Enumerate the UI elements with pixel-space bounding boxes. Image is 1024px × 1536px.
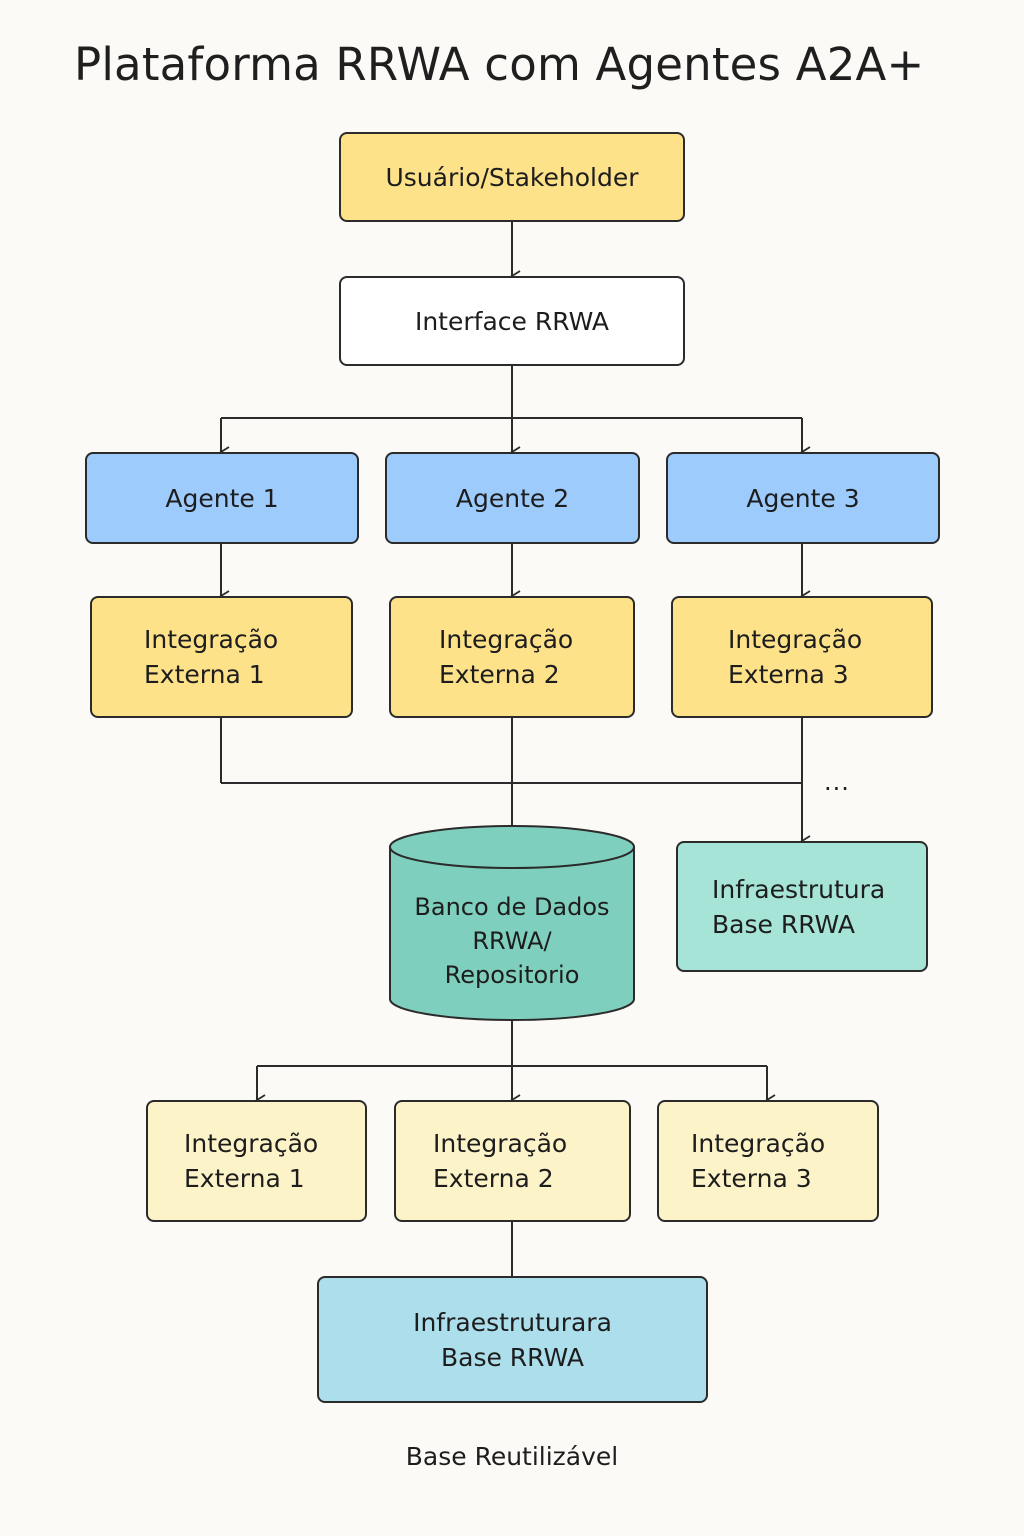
integration-top-1-node: Integração Externa 1 (90, 596, 353, 718)
database-label-line1: Banco de Dados (414, 893, 610, 921)
integration-bottom-3-line1: Integração (691, 1129, 826, 1158)
integration-bottom-1-line1: Integração (184, 1129, 319, 1158)
integration-bottom-3-node: Integração Externa 3 (657, 1100, 879, 1222)
database-label: Banco de Dados RRWA/ Repositorio (390, 890, 634, 992)
agent-3-node: Agente 3 (666, 452, 940, 544)
integration-top-3-line1: Integração (728, 625, 863, 654)
database-label-line2: RRWA/ (472, 927, 552, 955)
more-ellipsis: ... (824, 768, 850, 796)
integration-bottom-3-line2: Externa 3 (691, 1164, 812, 1193)
infra-right-line1: Infraestrutura (712, 874, 886, 904)
integration-bottom-1-node: Integração Externa 1 (146, 1100, 367, 1222)
integration-top-3-node: Integração Externa 3 (671, 596, 933, 718)
infra-right-line2: Base RRWA (712, 909, 856, 939)
integration-top-2-line1: Integração (439, 625, 574, 654)
integration-top-1-line2: Externa 1 (144, 660, 265, 689)
infra-bottom-node: Infraestruturara Base RRWA (317, 1276, 708, 1403)
interface-node: Interface RRWA (339, 276, 685, 366)
agent-1-node: Agente 1 (85, 452, 359, 544)
integration-bottom-2-node: Integração Externa 2 (394, 1100, 631, 1222)
agent-2-label: Agente 2 (455, 483, 570, 513)
database-cylinder (389, 825, 635, 1021)
integration-top-1-line1: Integração (144, 625, 279, 654)
page-title: Plataforma RRWA com Agentes A2A+ (74, 38, 925, 91)
agent-1-label: Agente 1 (165, 483, 279, 513)
integration-top-2-line2: Externa 2 (439, 660, 560, 689)
agent-3-label: Agente 3 (746, 483, 860, 513)
infra-bottom-line1: Infraestruturara (413, 1307, 612, 1337)
integration-bottom-2-line2: Externa 2 (433, 1164, 554, 1193)
agent-2-node: Agente 2 (385, 452, 640, 544)
user-stakeholder-label: Usuário/Stakeholder (385, 162, 639, 192)
user-stakeholder-node: Usuário/Stakeholder (339, 132, 685, 222)
database-label-line3: Repositorio (444, 961, 580, 989)
infra-right-node: Infraestrutura Base RRWA (676, 841, 928, 972)
integration-bottom-2-line1: Integração (433, 1129, 568, 1158)
interface-label: Interface RRWA (414, 306, 610, 336)
integration-top-3-line2: Externa 3 (728, 660, 849, 689)
infra-bottom-line2: Base RRWA (440, 1342, 584, 1372)
integration-bottom-1-line2: Externa 1 (184, 1164, 305, 1193)
footer-caption: Base Reutilizável (405, 1442, 619, 1471)
integration-top-2-node: Integração Externa 2 (389, 596, 635, 718)
